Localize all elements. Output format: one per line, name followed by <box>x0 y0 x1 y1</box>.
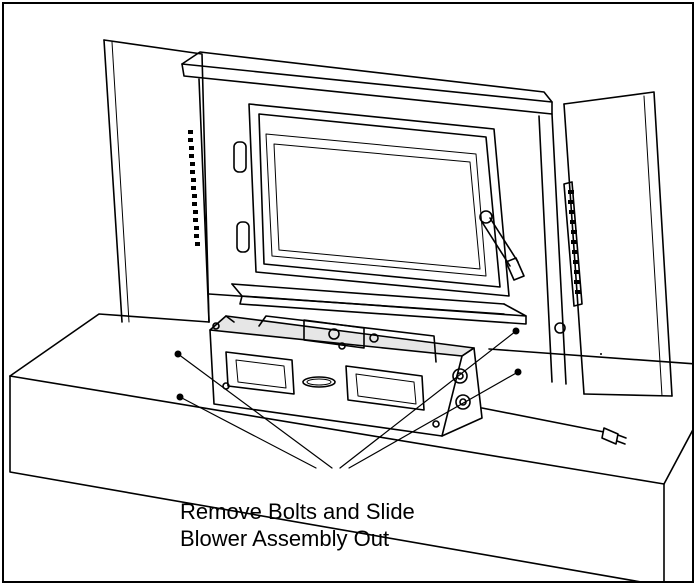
blower-assembly <box>209 315 483 437</box>
surround-panels <box>103 39 673 397</box>
speck <box>600 353 602 355</box>
caption-line-1: Remove Bolts and Slide <box>180 499 415 524</box>
leader-lines <box>177 330 519 469</box>
instruction-caption: Remove Bolts and Slide Blower Assembly O… <box>180 498 415 552</box>
power-cord <box>481 407 627 445</box>
door-assembly <box>248 103 510 297</box>
right-vent <box>554 181 583 334</box>
door-hinges <box>233 141 250 253</box>
caption-line-2: Blower Assembly Out <box>180 526 390 551</box>
ash-lip <box>231 283 527 325</box>
hearth-base <box>9 313 692 581</box>
left-vent <box>188 130 200 246</box>
door-handle <box>479 210 525 281</box>
blower-removal-illustration <box>9 39 692 581</box>
